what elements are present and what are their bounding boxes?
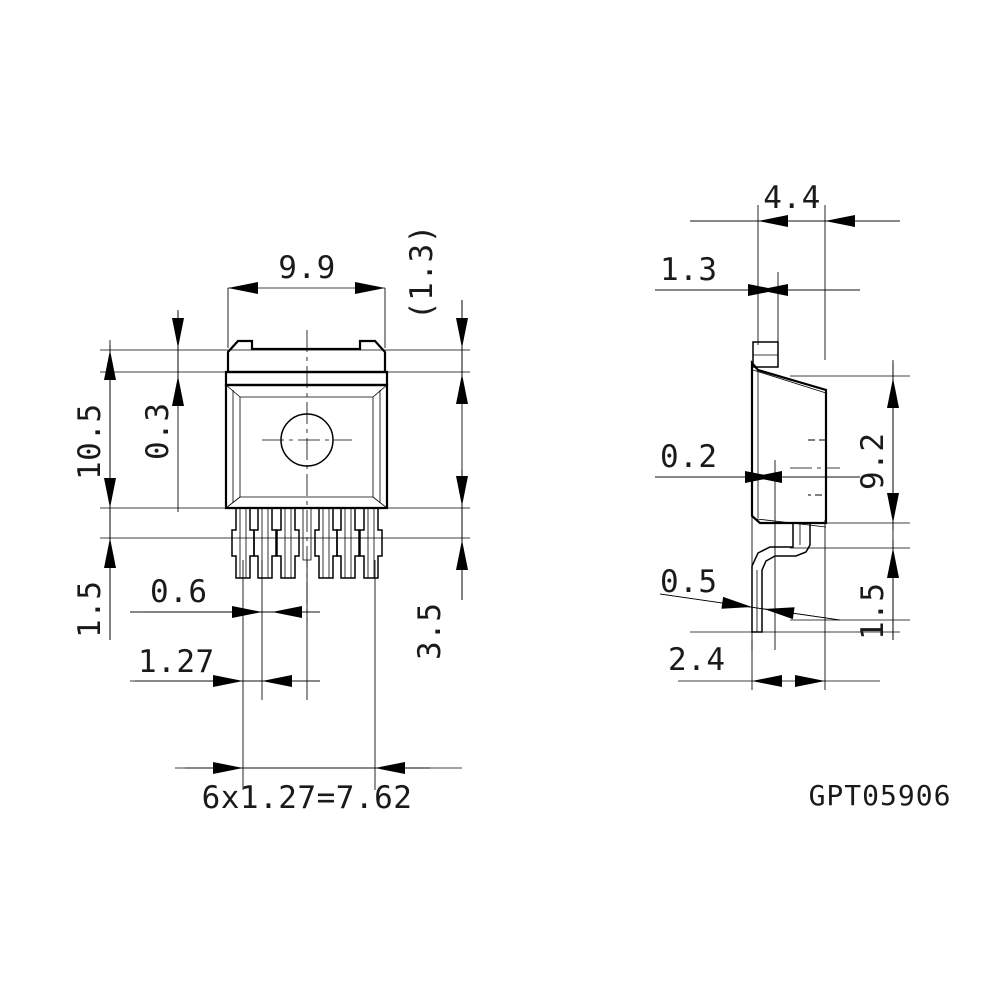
- side-view-lead: [751, 522, 811, 633]
- dim-pitch-total-label: 6x1.27=7.62: [202, 780, 413, 816]
- dim-4-4-label: 4.4: [763, 180, 821, 216]
- dim-foot-length: 0.5: [659, 564, 841, 621]
- front-view-body-outline: [224, 339, 389, 510]
- dim-1-27-label: 1.27: [138, 644, 215, 680]
- dim-3-5-label: 3.5: [412, 603, 448, 661]
- dim-10-5-label: 10.5: [72, 403, 108, 480]
- dim-total-height: 10.5: [72, 345, 116, 512]
- dim-tab-thickness-ref: (1.3): [404, 224, 468, 600]
- part-number-label: GPT05906: [809, 779, 952, 812]
- dim-body-width: 9.9: [228, 250, 385, 294]
- dim-foot-span: 2.4: [668, 520, 880, 690]
- dim-tab-offset: 1.3: [655, 252, 860, 296]
- dim-0-5-label: 0.5: [660, 564, 718, 600]
- dim-standoff: 1.5: [855, 540, 899, 640]
- dim-1-3-paren-label: (1.3): [404, 224, 440, 320]
- dim-1-3-label: 1.3: [660, 252, 718, 288]
- dim-0-6-label: 0.6: [150, 574, 208, 610]
- dim-0-3-label: 0.3: [140, 403, 176, 461]
- front-view-leads: [231, 507, 383, 579]
- front-view-vertical-extension-lines: [109, 288, 463, 790]
- dim-lead-thickness: 0.2: [655, 439, 860, 483]
- dim-1-5-left-label: 1.5: [72, 581, 108, 639]
- dim-tab-height: 0.3: [140, 312, 184, 460]
- dim-lead-span: 6x1.27=7.62: [185, 762, 430, 816]
- dim-9-2-label: 9.2: [855, 433, 891, 491]
- side-view-body-outline: [750, 341, 840, 528]
- dim-9-9-label: 9.9: [278, 250, 336, 286]
- dim-lead-length: 3.5: [400, 476, 468, 769]
- dim-1-5-right-label: 1.5: [855, 583, 891, 641]
- dim-body-depth: 4.4: [690, 180, 900, 227]
- dim-2-4-label: 2.4: [668, 642, 726, 678]
- side-view-group: 4.4 1.3 0.2 9.2: [655, 180, 952, 812]
- dim-lead-shoulder: 1.5: [72, 510, 116, 640]
- dim-0-2-label: 0.2: [660, 439, 718, 475]
- front-view-group: 9.9 (1.3) 3.5 10.5: [72, 224, 470, 816]
- dim-lead-width: 0.6: [145, 574, 320, 618]
- dim-body-height: 9.2: [855, 363, 899, 530]
- dim-lead-pitch: 1.27: [135, 644, 320, 687]
